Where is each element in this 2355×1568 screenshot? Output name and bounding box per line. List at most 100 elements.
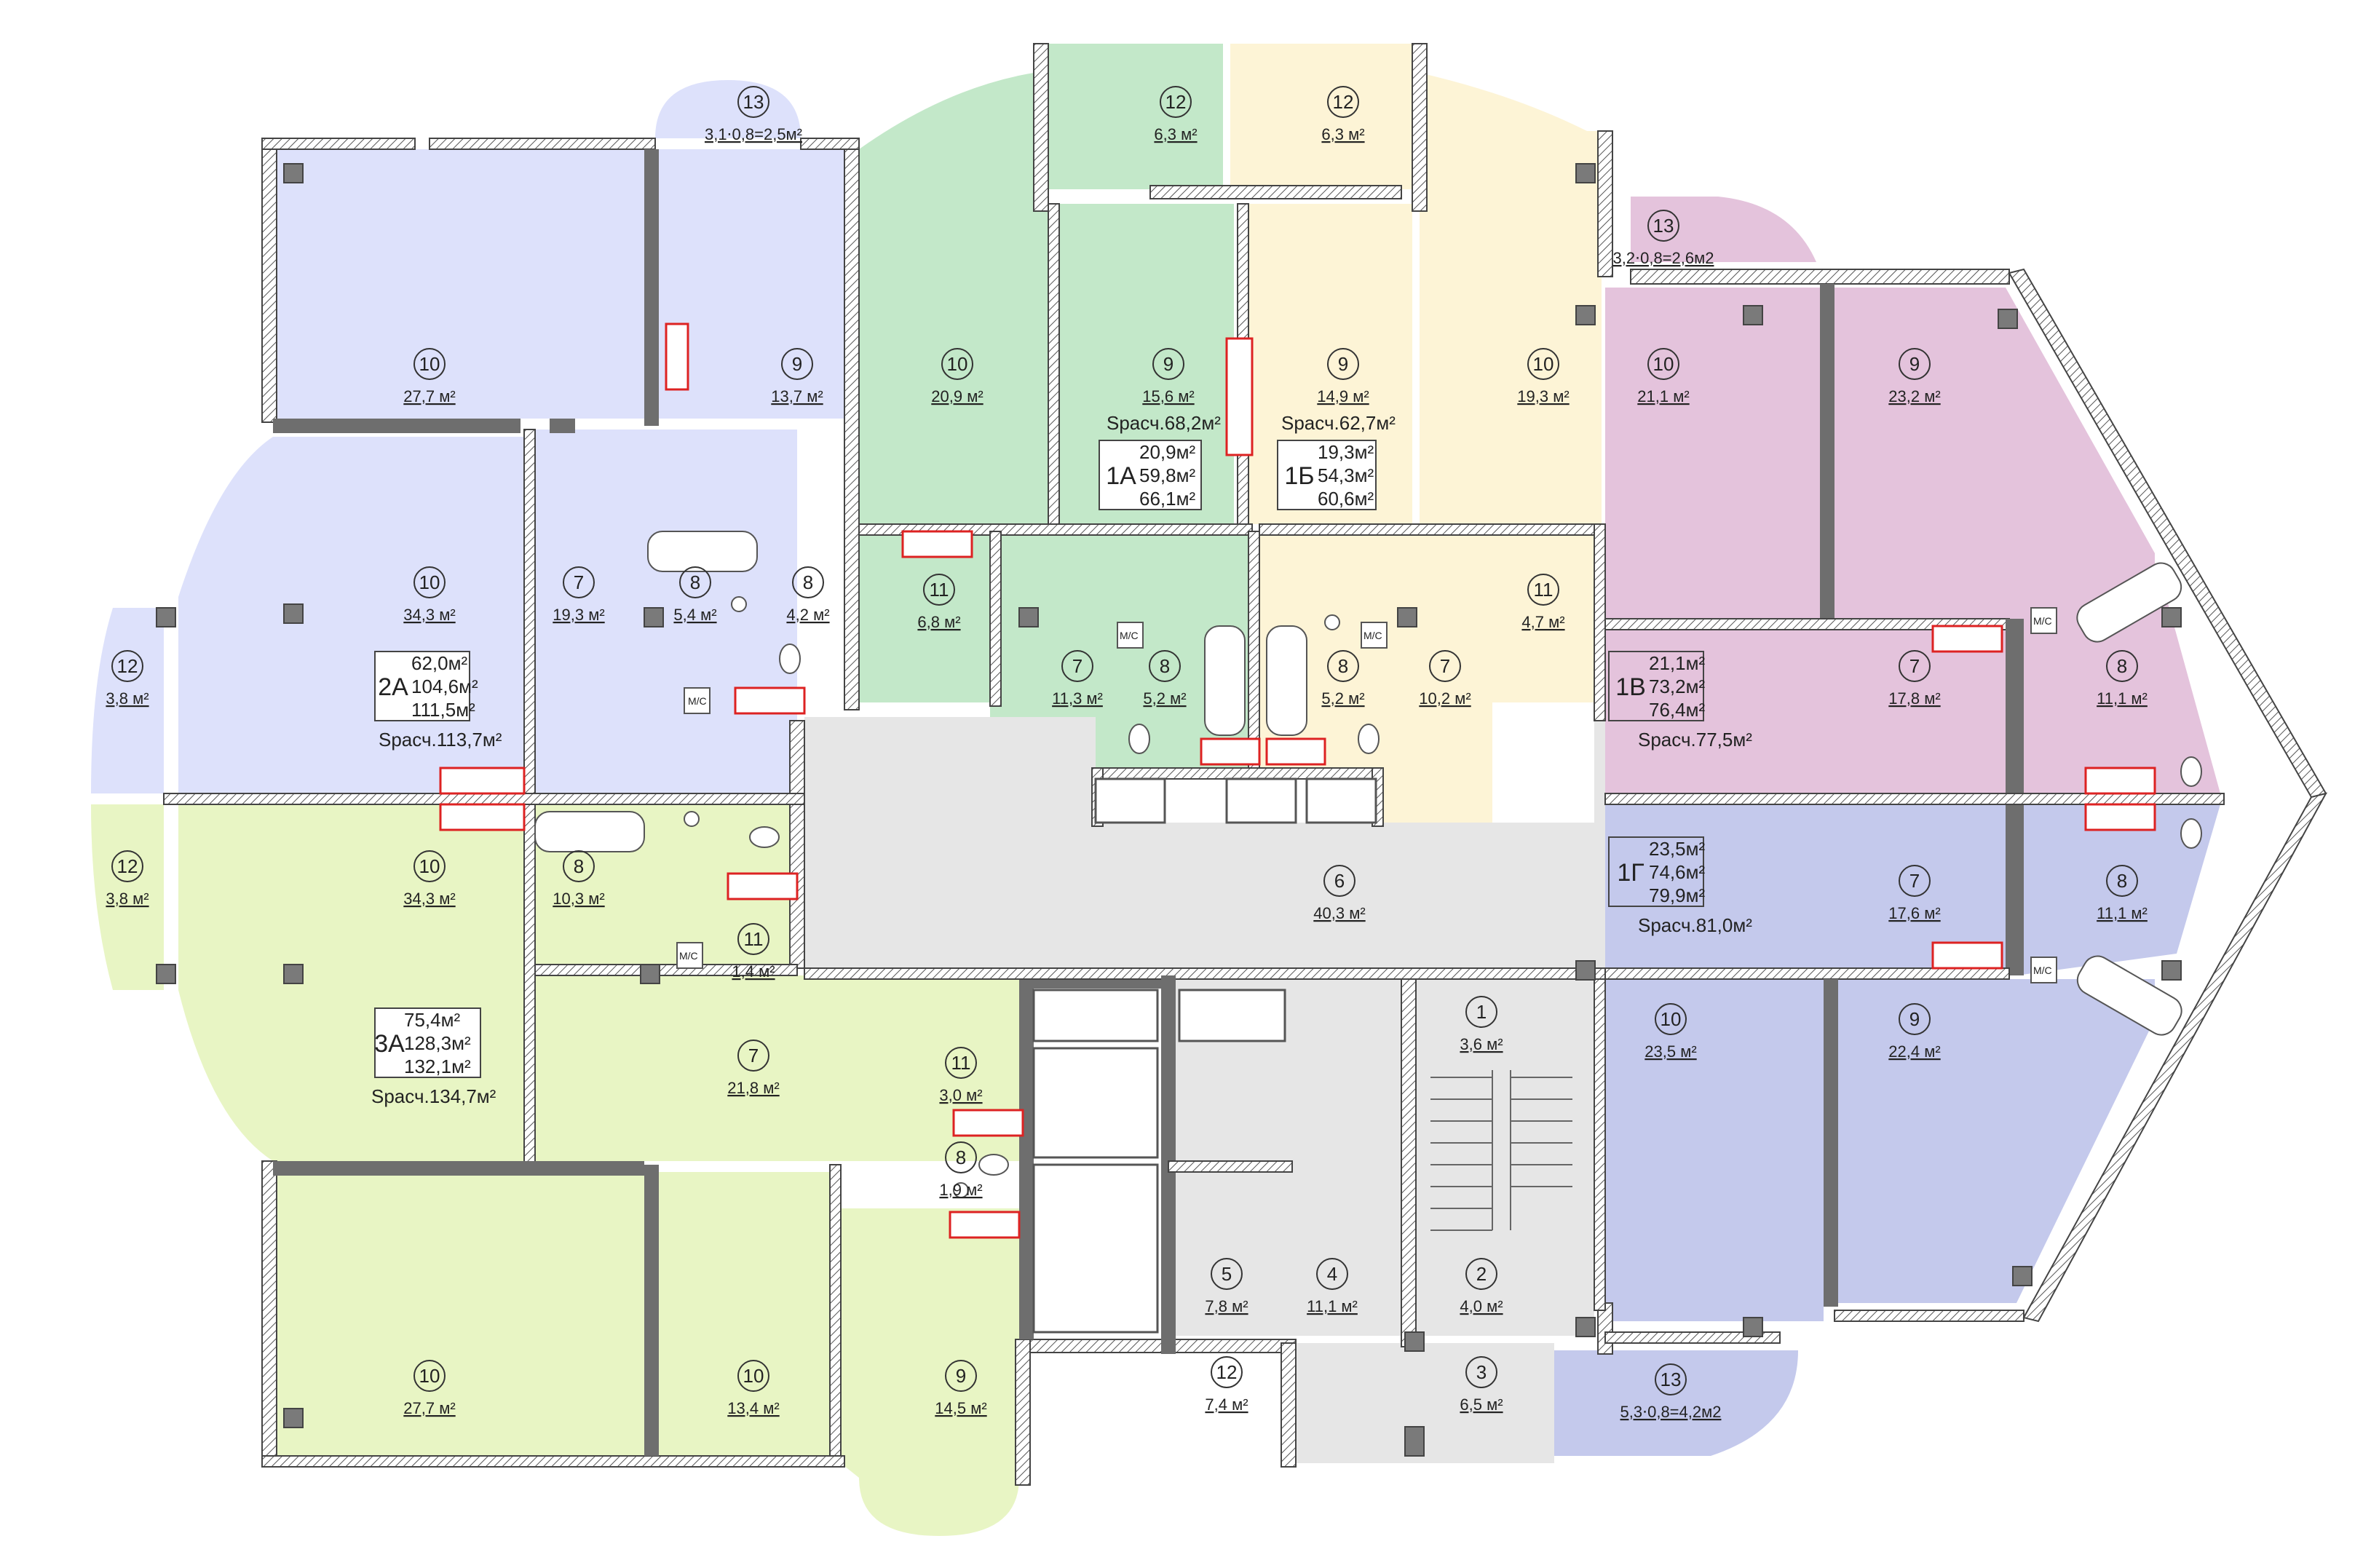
room-number-circle bbox=[1429, 650, 1461, 682]
info-line: 60,6м² bbox=[1318, 488, 1374, 510]
pillar-icon bbox=[1575, 305, 1596, 325]
washer-label: М/С bbox=[688, 695, 707, 707]
pillar-icon bbox=[283, 163, 304, 183]
room-number-circle bbox=[737, 86, 769, 118]
washer-icon bbox=[684, 687, 711, 714]
info-line: 19,3м² bbox=[1318, 441, 1374, 463]
room-number: 11 bbox=[930, 579, 949, 601]
room-fill bbox=[2016, 804, 2220, 975]
room-number-circle bbox=[2106, 865, 2138, 897]
room-area: 10,3 м² bbox=[553, 890, 604, 908]
room-number: 12 bbox=[1165, 91, 1187, 113]
pillars bbox=[156, 163, 2182, 1457]
washer-label: М/С bbox=[679, 950, 698, 962]
room-fill bbox=[273, 1172, 644, 1463]
room-number-circle bbox=[2106, 650, 2138, 682]
room-area: 17,8 м² bbox=[1888, 689, 1940, 708]
room-number: 5 bbox=[1222, 1263, 1232, 1285]
bathtub-icon bbox=[1204, 625, 1246, 736]
vent-shaft-icon bbox=[665, 322, 689, 391]
elevator-shaft bbox=[1178, 989, 1286, 1042]
info-box bbox=[1277, 440, 1377, 510]
room-number-circle bbox=[1316, 1258, 1348, 1290]
room-number-circle bbox=[1527, 348, 1559, 380]
vent-shaft-icon bbox=[2084, 803, 2156, 831]
room-area: 5,2 м² bbox=[1321, 689, 1364, 708]
room-number-circle bbox=[563, 566, 595, 598]
room-number: 7 bbox=[1909, 655, 1920, 677]
room-number-circle bbox=[1211, 1356, 1243, 1388]
apartment-info-1g: 1Г 23,5м² 74,6м² 79,9м² Sрасч.81,0м² bbox=[1608, 836, 1752, 936]
room-fill bbox=[841, 1208, 1019, 1536]
toilet-icon bbox=[779, 644, 801, 674]
washer-label: М/С bbox=[2033, 965, 2052, 976]
room-fill bbox=[1259, 524, 1594, 823]
info-line: 21,1м² bbox=[1649, 652, 1705, 674]
room-number: 9 bbox=[792, 353, 802, 375]
vent-shaft-icon bbox=[1225, 337, 1254, 456]
room-number: 13 bbox=[1661, 1369, 1682, 1390]
room-area: 3,2⋅0,8=2,6м2 bbox=[1613, 249, 1714, 267]
apartment-1b-fills bbox=[1230, 44, 1602, 823]
room-number-circle bbox=[1899, 650, 1931, 682]
apartment-1v-fills bbox=[1605, 197, 2220, 793]
room-number: 12 bbox=[1216, 1361, 1238, 1383]
bathtub-icon bbox=[1266, 625, 1307, 736]
storage-box bbox=[1225, 777, 1297, 824]
balcony-13-right-top bbox=[1631, 197, 1816, 262]
vent-shaft-icon bbox=[2084, 767, 2156, 795]
room-number: 11 bbox=[744, 928, 764, 950]
room-number-circle bbox=[781, 348, 813, 380]
room-number: 9 bbox=[1163, 353, 1173, 375]
room-fill bbox=[1041, 44, 1223, 189]
apartment-name: 2А bbox=[378, 673, 408, 701]
fixtures: М/С М/С М/С М/С М/С М/С bbox=[534, 531, 2202, 1198]
room-number: 8 bbox=[956, 1147, 966, 1168]
apartment-2a-fills bbox=[91, 80, 852, 793]
room-area: 6,3 м² bbox=[1154, 125, 1197, 143]
bathtub-icon bbox=[2076, 955, 2182, 1036]
bathtub-icon bbox=[2076, 562, 2182, 643]
washer-label: М/С bbox=[1363, 630, 1382, 641]
info-box bbox=[374, 1007, 481, 1078]
corridor-fill bbox=[1416, 979, 1594, 1336]
info-line: 54,3м² bbox=[1318, 464, 1374, 486]
pillar-icon bbox=[1018, 607, 1039, 627]
room-fill bbox=[859, 73, 1048, 524]
sink-icon bbox=[731, 596, 747, 612]
elevator-shaft bbox=[1032, 989, 1159, 1042]
info-box bbox=[1099, 440, 1202, 510]
apartment-info-1a: Sрасч.68,2м² 1А 20,9м² 59,8м² 66,1м² bbox=[1099, 412, 1221, 510]
info-box bbox=[374, 651, 470, 721]
room-area: 7,8 м² bbox=[1205, 1297, 1248, 1315]
vent-shaft-icon bbox=[1931, 941, 2003, 970]
apartment-1g-fills bbox=[1536, 804, 2220, 1456]
room-number: 13 bbox=[1653, 215, 1674, 237]
info-line: 59,8м² bbox=[1139, 464, 1195, 486]
room-number: 9 bbox=[956, 1365, 966, 1387]
apartment-info-3a: 3А 75,4м² 128,3м² 132,1м² Sрасч.134,7м² bbox=[371, 1007, 496, 1107]
room-number-circle bbox=[1899, 348, 1931, 380]
washer-icon bbox=[1117, 622, 1144, 649]
room-area: 3,8 м² bbox=[106, 689, 149, 708]
pillar-icon bbox=[1575, 163, 1596, 183]
room-number: 9 bbox=[1909, 353, 1920, 375]
sink-icon bbox=[684, 811, 700, 827]
room-number-circle bbox=[1655, 1363, 1687, 1395]
room-fill bbox=[1605, 626, 2009, 793]
room-area: 7,4 м² bbox=[1205, 1395, 1248, 1414]
room-area: 5,4 м² bbox=[673, 606, 716, 624]
room-number-circle bbox=[679, 566, 711, 598]
room-area: 19,3 м² bbox=[553, 606, 604, 624]
room-area: 4,2 м² bbox=[786, 606, 829, 624]
toilet-icon bbox=[2180, 818, 2202, 849]
pillar-icon bbox=[2012, 1266, 2033, 1286]
pillar-icon bbox=[1397, 607, 1417, 627]
room-number: 9 bbox=[1338, 353, 1348, 375]
pillar-icon bbox=[644, 607, 664, 627]
room-area: 13,4 м² bbox=[727, 1399, 779, 1417]
room-area: 5,3⋅0,8=4,2м2 bbox=[1620, 1403, 1722, 1421]
room-fill bbox=[1827, 288, 2155, 626]
info-line: 62,0м² bbox=[411, 652, 467, 674]
